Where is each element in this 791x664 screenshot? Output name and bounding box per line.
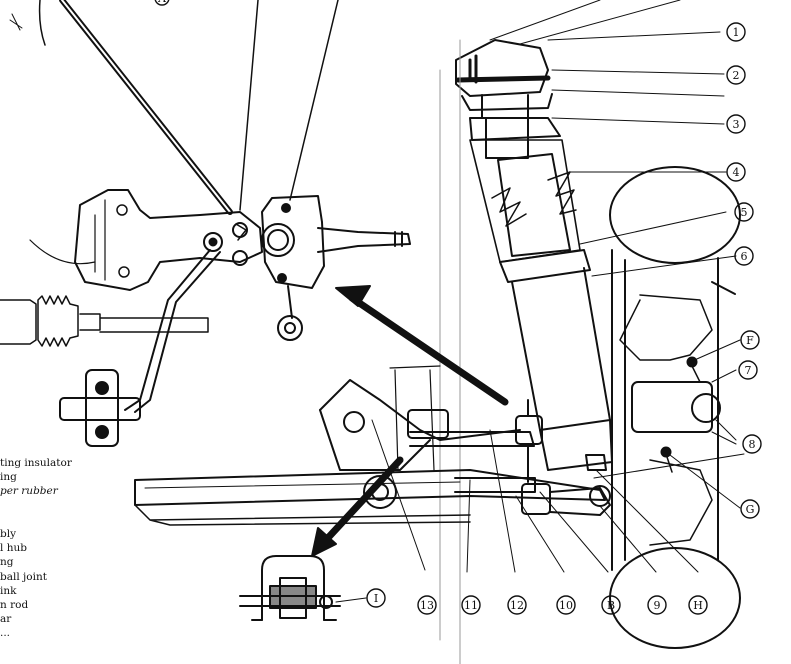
callout-A: A [154, 0, 170, 6]
svg-text:4: 4 [733, 166, 740, 179]
callout-G: G [740, 499, 760, 519]
svg-text:8: 8 [749, 438, 756, 451]
parts-legend: ting insulator ing per rubber bly l hub … [0, 456, 110, 640]
callout-5: 5 [734, 202, 754, 222]
leader-lines [335, 0, 745, 603]
callout-9: 9 [647, 595, 667, 615]
callout-H: H [688, 595, 708, 615]
lower-link-crossmember [134, 365, 611, 526]
callout-8: 8 [742, 434, 762, 454]
callout-3: 3 [726, 114, 746, 134]
svg-text:2: 2 [733, 69, 740, 82]
knuckle-detail [261, 195, 411, 341]
svg-text:6: 6 [741, 250, 748, 263]
svg-text:F: F [746, 334, 754, 347]
svg-text:9: 9 [654, 599, 661, 612]
svg-text:13: 13 [420, 599, 434, 612]
svg-text:A: A [157, 0, 167, 5]
legend-item [0, 513, 110, 527]
callout-4: 4 [726, 162, 746, 182]
svg-text:I: I [374, 592, 378, 605]
drive-shaft-boot [0, 295, 209, 347]
callouts: A 1 2 3 4 5 6 F 7 8 G I 13 11 12 10 B 9 … [154, 0, 762, 615]
strut-assembly [439, 39, 613, 664]
svg-text:1: 1 [733, 26, 740, 39]
svg-text:12: 12 [510, 599, 524, 612]
legend-item: ball joint [0, 570, 47, 583]
svg-text:7: 7 [745, 364, 752, 377]
transverse-link-detail [29, 189, 263, 291]
legend-item: per rubber [0, 485, 58, 498]
svg-text:G: G [746, 503, 755, 516]
detail-arrow-lower [311, 456, 404, 557]
svg-text:11: 11 [464, 599, 478, 612]
callout-10: 10 [556, 595, 576, 615]
legend-item: ting insulator [0, 457, 72, 469]
callout-I: I [366, 588, 386, 608]
svg-text:B: B [607, 599, 615, 612]
callout-B: B [601, 595, 621, 615]
legend-item: ar [0, 613, 12, 626]
callout-12: 12 [507, 595, 527, 615]
legend-item: bly [0, 527, 17, 540]
callout-11: 11 [461, 595, 481, 615]
legend-item: n rod [0, 598, 29, 611]
svg-text:10: 10 [559, 599, 573, 612]
svg-text:5: 5 [741, 206, 748, 219]
legend-item [0, 499, 110, 513]
detail-arrow-upper [335, 285, 509, 406]
stabilizer-link [59, 249, 221, 447]
callout-7: 7 [738, 360, 758, 380]
svg-text:3: 3 [733, 118, 740, 131]
legend-item: ink [0, 584, 17, 597]
bushing-detail [239, 555, 341, 621]
callout-1: 1 [726, 22, 746, 42]
legend-item: ing [0, 471, 17, 484]
stabilizer-bar-detail [9, 0, 339, 241]
wheel-assembly [609, 166, 741, 649]
legend-item: l hub [0, 542, 27, 555]
callout-6: 6 [734, 246, 754, 266]
callout-13: 13 [417, 595, 437, 615]
legend-item: ... [0, 627, 11, 640]
callout-2: 2 [726, 65, 746, 85]
svg-text:H: H [693, 599, 703, 612]
legend-item: ng [0, 556, 14, 569]
callout-F: F [740, 330, 760, 350]
